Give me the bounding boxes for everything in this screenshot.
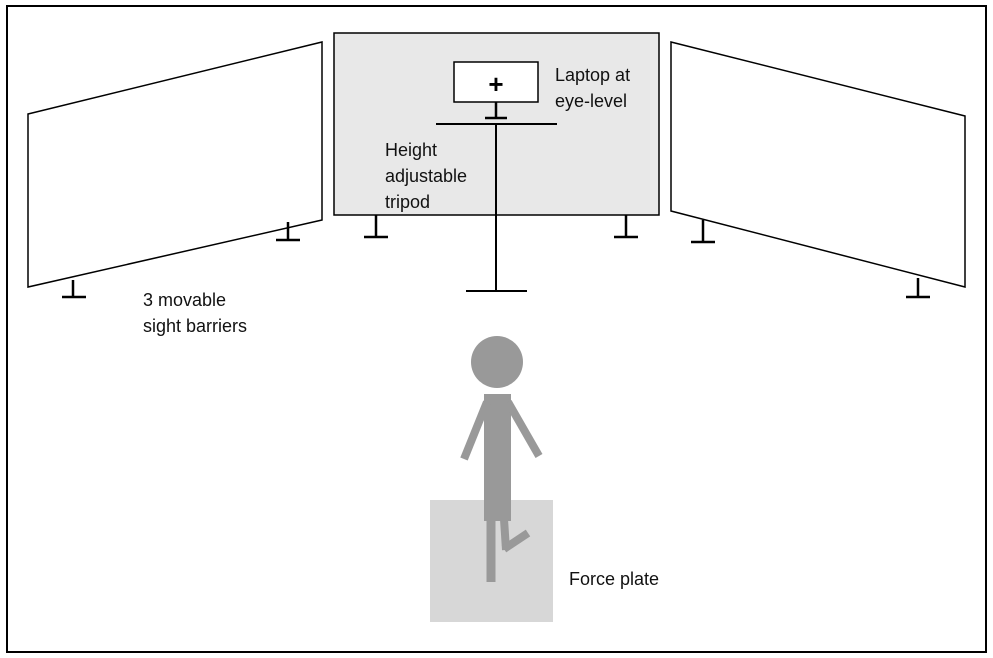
laptop-label: Laptop at eye-level bbox=[555, 65, 635, 111]
left-sight-barrier bbox=[27, 41, 323, 299]
right-barrier-panel bbox=[670, 41, 966, 288]
person-torso bbox=[484, 394, 511, 521]
barriers-label: 3 movable sight barriers bbox=[143, 290, 247, 336]
tripod-label: Height adjustable tripod bbox=[385, 140, 472, 212]
tripod bbox=[436, 123, 557, 292]
center-barrier-foot-1 bbox=[364, 215, 388, 239]
person-right-arm bbox=[504, 400, 543, 458]
person-lifted-leg-lower bbox=[501, 529, 531, 553]
fixation-cross: + bbox=[488, 69, 503, 99]
left-barrier-foot-1 bbox=[62, 280, 86, 299]
person-head bbox=[471, 336, 523, 388]
left-barrier-panel bbox=[27, 41, 323, 288]
left-barrier-foot-2 bbox=[276, 222, 300, 242]
right-sight-barrier bbox=[670, 41, 966, 299]
barriers-label-line-1: 3 movable bbox=[143, 290, 226, 310]
tripod-label-line-2: adjustable bbox=[385, 166, 467, 186]
laptop-label-line-1: Laptop at bbox=[555, 65, 630, 85]
person-left-arm bbox=[460, 400, 491, 461]
barriers-label-line-2: sight barriers bbox=[143, 316, 247, 336]
person-figure bbox=[460, 336, 543, 582]
right-barrier-foot-1 bbox=[691, 220, 715, 244]
center-barrier-foot-2 bbox=[614, 215, 638, 239]
tripod-label-line-1: Height bbox=[385, 140, 437, 160]
tripod-label-line-3: tripod bbox=[385, 192, 430, 212]
laptop-label-line-2: eye-level bbox=[555, 91, 627, 111]
laptop: + bbox=[453, 61, 539, 120]
right-barrier-foot-2 bbox=[906, 278, 930, 299]
laptop-stand bbox=[485, 102, 507, 120]
force-plate-label: Force plate bbox=[569, 569, 659, 589]
